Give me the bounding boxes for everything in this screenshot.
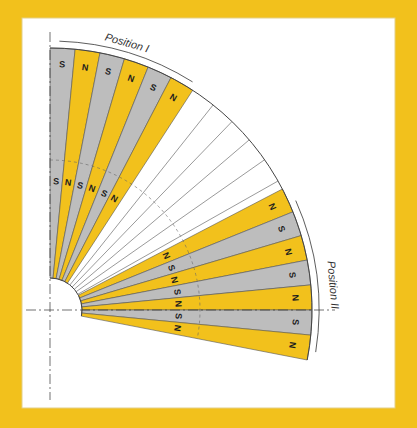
pole-letter: N	[290, 295, 299, 302]
pole-letter: S	[173, 313, 182, 319]
pole-letter: N	[161, 252, 172, 262]
pole-letter: S	[276, 225, 286, 234]
hub	[50, 278, 82, 316]
pole-letter: N	[168, 93, 178, 104]
pole-letter: S	[166, 263, 176, 272]
pole-letter: N	[169, 275, 179, 283]
segment-line	[78, 181, 278, 294]
pole-letter: S	[99, 188, 108, 199]
pole-letter: N	[88, 184, 97, 195]
magnet-segment	[62, 67, 171, 282]
magnet-segments	[50, 48, 312, 360]
pole-letter: S	[290, 319, 299, 325]
center-line	[50, 32, 51, 400]
pole-letter: N	[81, 63, 89, 73]
segment-line	[76, 160, 264, 292]
panel	[22, 18, 395, 408]
pole-letter: S	[59, 61, 65, 70]
pole-letter: N	[283, 248, 293, 256]
pole-letter: S	[172, 288, 182, 295]
segment-line	[74, 140, 249, 289]
pole-letter: N	[126, 73, 135, 84]
pole-letter: S	[148, 82, 157, 93]
pole-letter: N	[173, 300, 182, 307]
rotor-rim	[50, 48, 312, 360]
position-label: Position I	[103, 31, 150, 54]
pole-letter: S	[76, 181, 84, 191]
pole-letter: N	[288, 341, 298, 349]
magnet-segment	[82, 285, 312, 310]
position-bracket	[296, 201, 319, 352]
pole-letter: S	[53, 178, 59, 187]
pitch-circle	[50, 160, 200, 339]
pole-letter: S	[288, 271, 298, 278]
pole-letter: N	[109, 194, 119, 205]
pole-letter: N	[64, 178, 72, 188]
magnet-segment	[81, 313, 310, 360]
segment-line	[72, 122, 232, 287]
center-line	[26, 310, 335, 311]
pole-letter: N	[267, 203, 278, 213]
position-label: Position II	[325, 261, 340, 310]
segment-lines	[70, 105, 278, 294]
pole-letter: N	[172, 324, 182, 332]
pole-letter: S	[104, 67, 112, 77]
